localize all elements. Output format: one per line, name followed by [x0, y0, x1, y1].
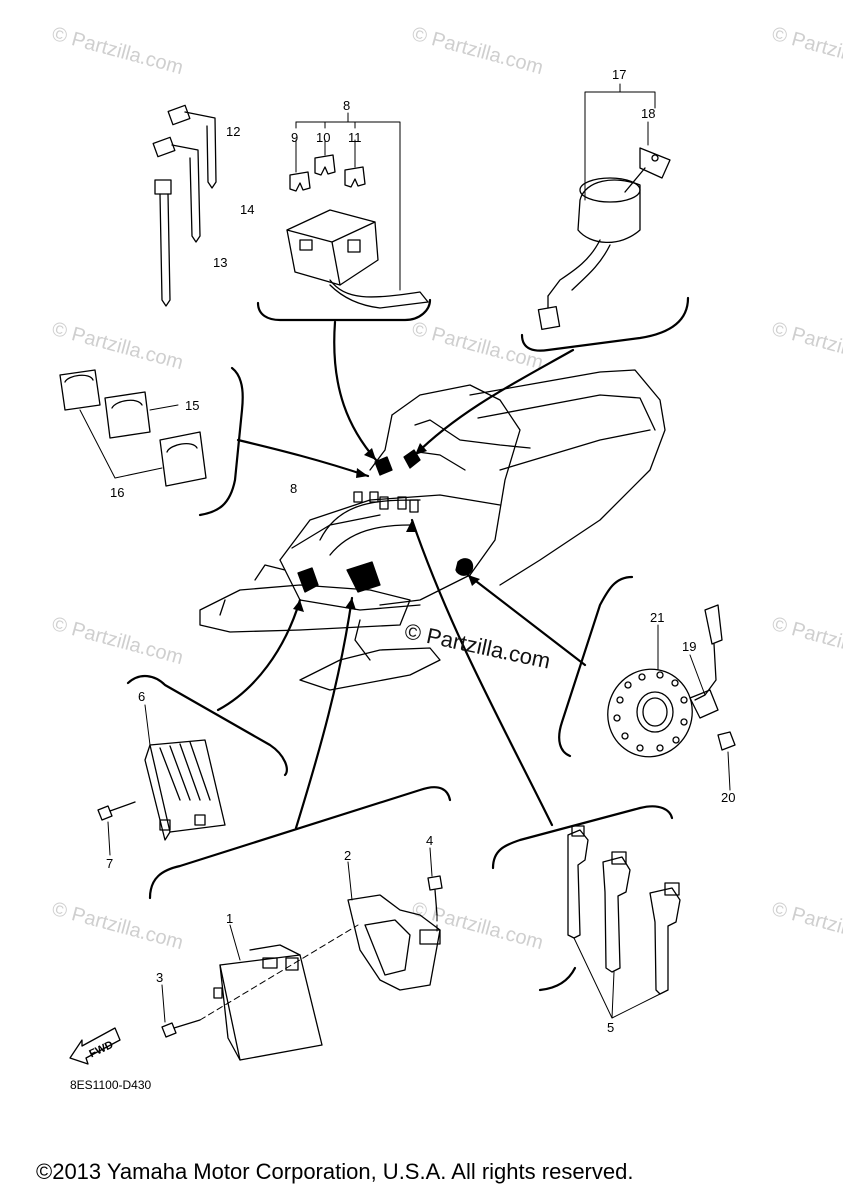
callout-lines-17	[584, 83, 656, 201]
callout-4: 4	[426, 833, 434, 848]
main-switch	[537, 177, 641, 331]
pickup-coil	[689, 604, 723, 719]
ignition-coil-c	[649, 882, 681, 995]
callout-7: 7	[106, 856, 114, 871]
callout-lines-1-4	[161, 847, 433, 1023]
copyright-notice: ©2013 Yamaha Motor Corporation, U.S.A. A…	[36, 1159, 634, 1184]
callout-lines-19-21	[657, 624, 731, 791]
callout-2: 2	[344, 848, 352, 863]
cap-top	[59, 369, 101, 411]
fuse-box	[286, 209, 429, 309]
callout-14: 14	[240, 202, 255, 217]
fuse-10	[314, 154, 336, 176]
callout-8-bike: 8	[290, 481, 298, 496]
callout-18: 18	[641, 106, 656, 121]
fwd-arrow-icon	[69, 1027, 121, 1065]
leader-lines	[216, 320, 587, 830]
callout-11: 11	[348, 130, 362, 145]
callout-10: 10	[316, 130, 331, 145]
bracket-2	[347, 894, 441, 991]
dashed-alignment-lines	[199, 914, 438, 1021]
ignition-coil-b	[602, 851, 631, 973]
callout-5: 5	[607, 1020, 615, 1035]
cdi-unit	[213, 944, 323, 1061]
callout-16: 16	[110, 485, 125, 500]
snowmobile-outline	[199, 369, 666, 691]
arrowheads	[293, 443, 480, 612]
callout-15: 15	[185, 398, 200, 413]
callout-3: 3	[156, 970, 164, 985]
cable-tie-14	[152, 136, 201, 243]
fwd-label: FWD	[87, 1039, 115, 1060]
callout-1: 1	[226, 911, 234, 926]
cable-tie-12	[167, 104, 217, 189]
callout-21: 21	[650, 610, 665, 625]
bolt-3	[161, 1019, 201, 1038]
pulser-rotor	[607, 668, 693, 758]
fuse-11	[344, 166, 366, 188]
callout-lines-5	[573, 937, 661, 1019]
callout-12: 12	[226, 124, 241, 139]
callout-20: 20	[721, 790, 736, 805]
callout-9: 9	[291, 130, 299, 145]
panel-brackets	[126, 296, 690, 992]
bolt-4	[427, 875, 443, 916]
callout-13: 13	[213, 255, 228, 270]
diagram-code: 8ES1100-D430	[70, 1078, 152, 1092]
callout-8-top: 8	[343, 98, 351, 113]
callout-19: 19	[682, 639, 697, 654]
callout-6: 6	[138, 689, 146, 704]
fuse-9	[289, 171, 311, 192]
bolt-7	[97, 801, 136, 821]
rectifier-regulator	[144, 739, 226, 841]
callout-lines-15-16	[79, 404, 179, 479]
cap-15	[104, 391, 151, 439]
callout-lines-8	[295, 112, 401, 291]
cable-tie-13	[154, 179, 172, 307]
ignition-coil-a	[567, 825, 589, 939]
ignition-key	[624, 147, 671, 193]
cap-16	[159, 431, 207, 487]
callout-17: 17	[612, 67, 627, 82]
callout-lines-6-7	[107, 704, 151, 856]
nut-20	[717, 731, 736, 751]
